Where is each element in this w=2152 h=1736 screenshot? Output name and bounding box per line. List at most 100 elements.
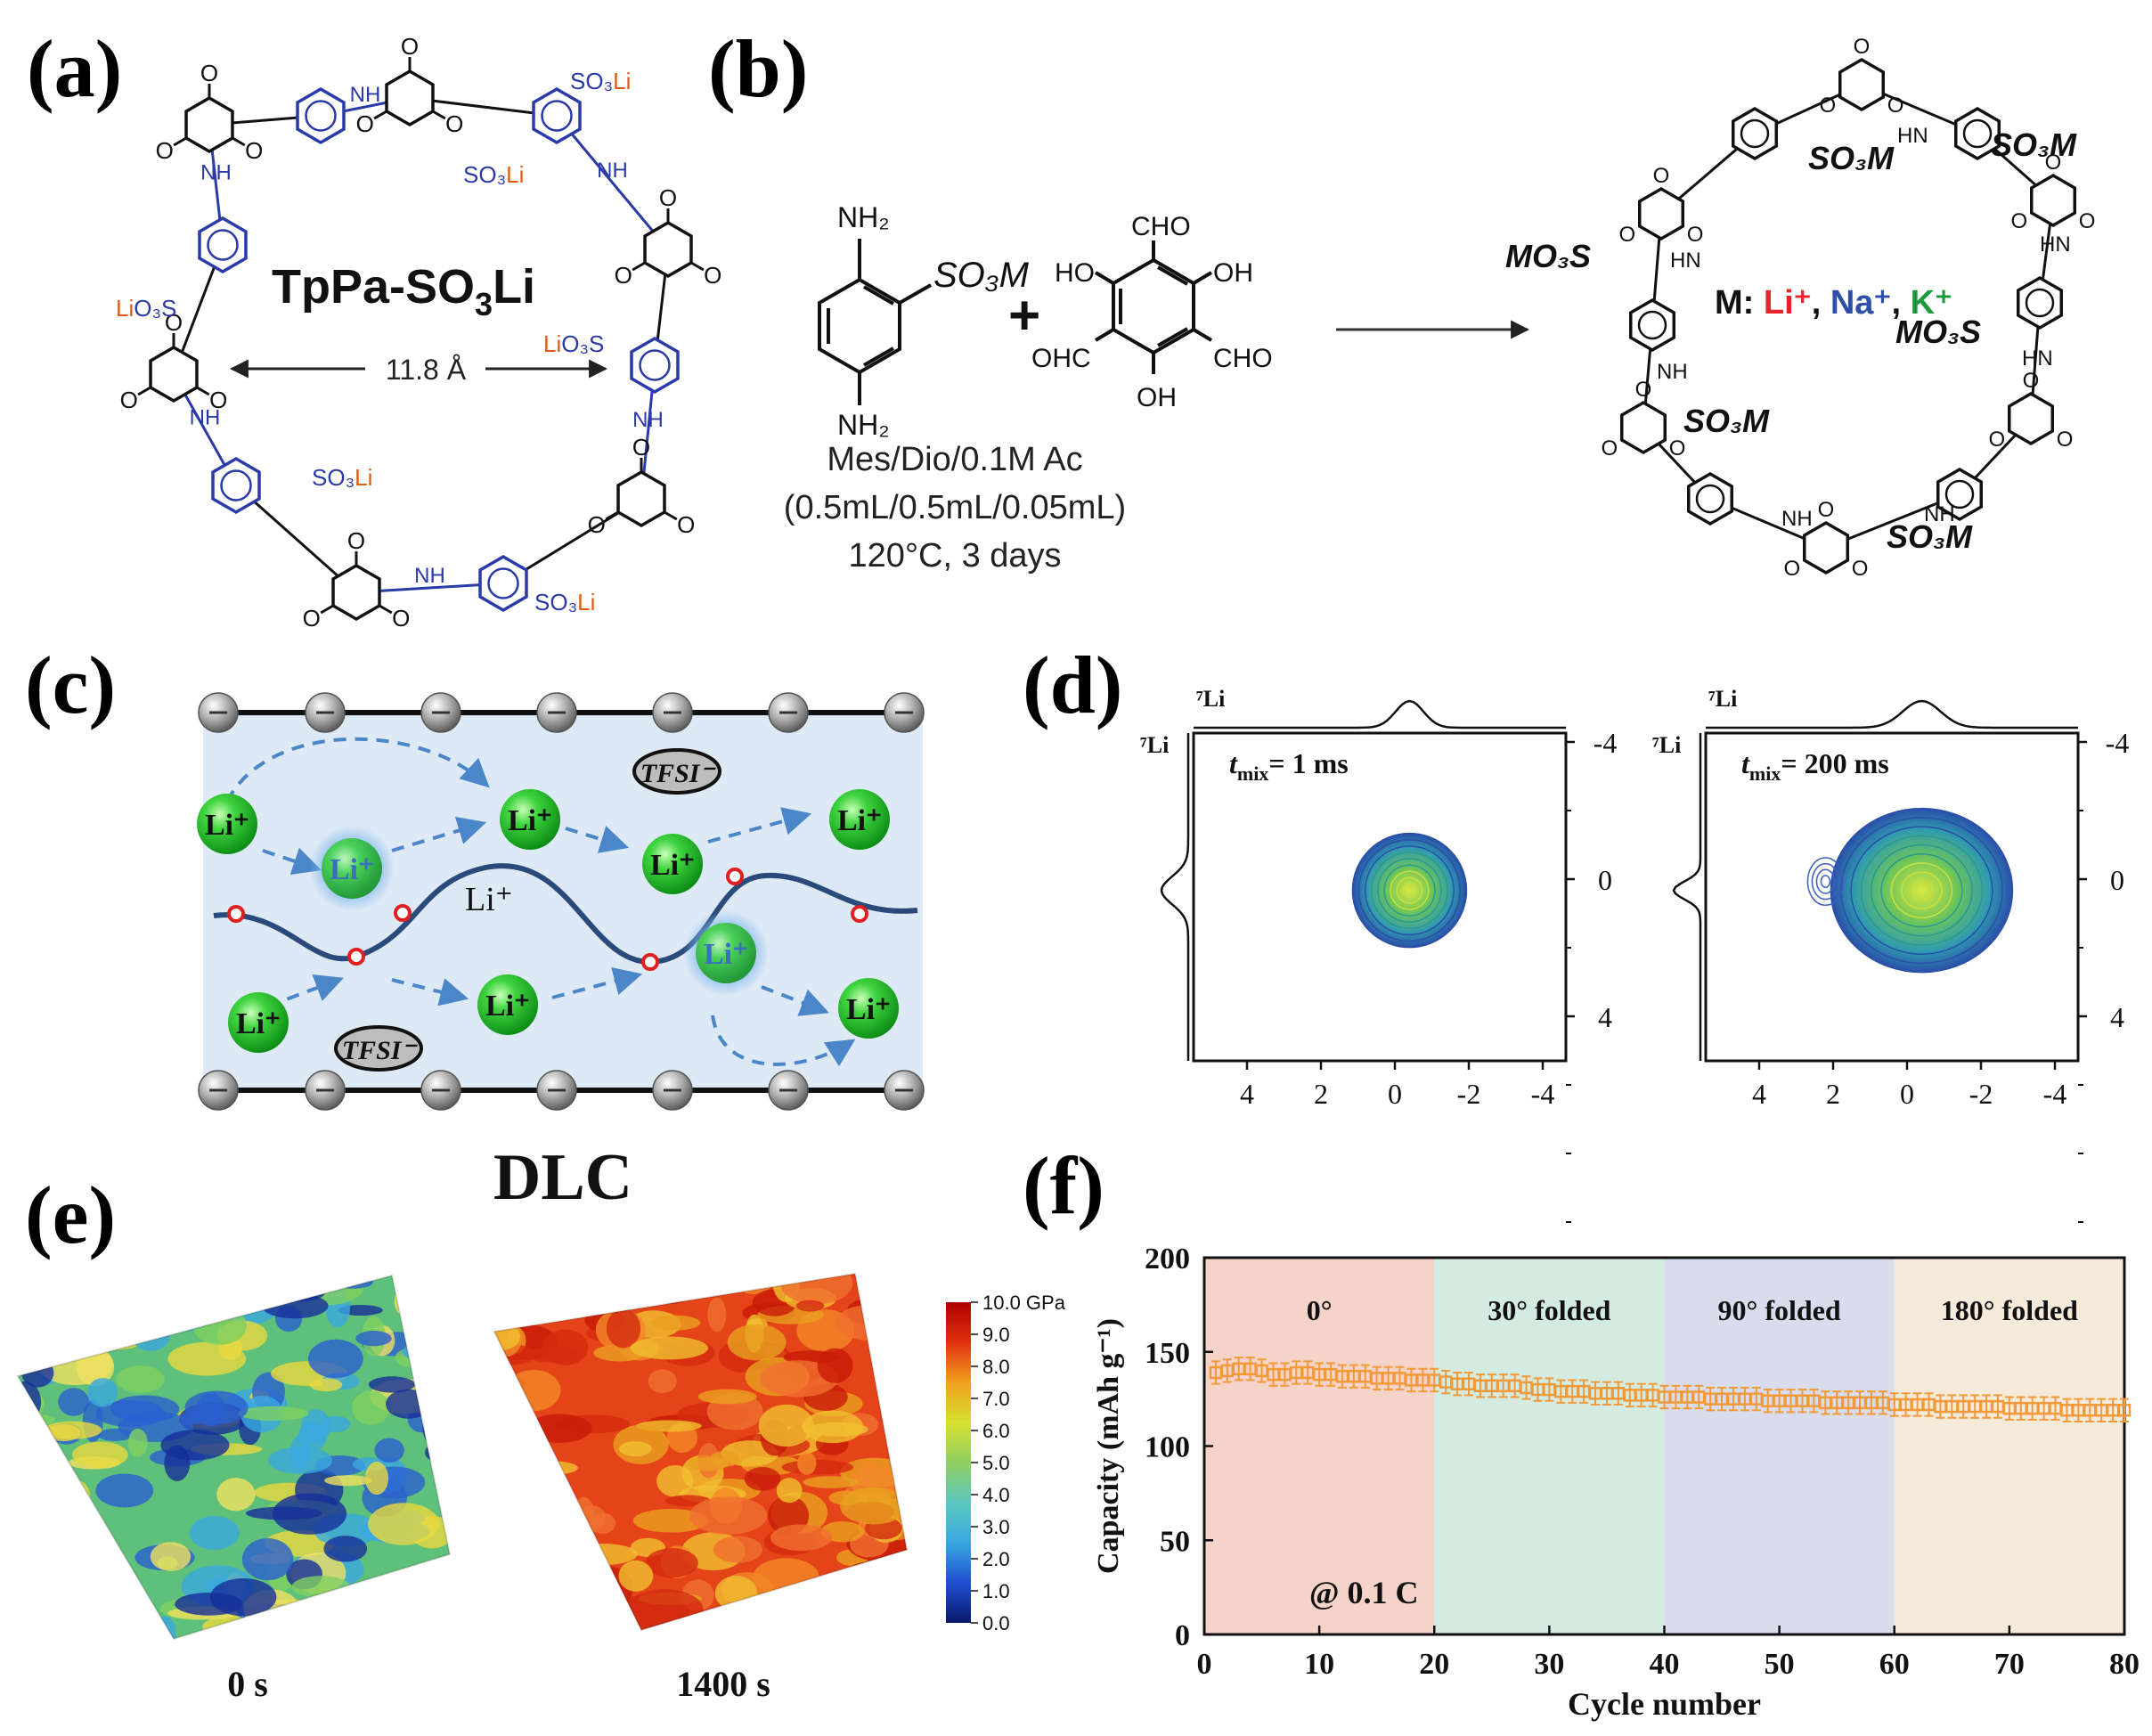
nucleus-label-top: ⁷Li <box>1708 686 1737 712</box>
synthesis-scheme: NH₂ NH₂ SO₃M + CHO HO OH OHC CHO OH Mes/… <box>784 35 2096 581</box>
colorbar-tick-label: 10.0 GPa <box>982 1292 1066 1314</box>
colorbar-tick-label: 8.0 <box>982 1356 1010 1378</box>
product-ring <box>1803 520 1849 575</box>
colorbar-tick-label: 0.0 <box>982 1612 1010 1634</box>
data-point <box>1669 1384 1683 1410</box>
coordination-site <box>851 905 868 923</box>
y-tick-label: 100 <box>1145 1431 1190 1464</box>
product-framework: OOOOOOOOOOOOOOOOOOSO₃MMO₃SMO₃SSO₃MSO₃MSO… <box>1505 35 2095 581</box>
y-tick-label: -4 <box>2106 727 2130 759</box>
svg-text:O: O <box>165 309 183 336</box>
svg-text:O: O <box>1619 223 1636 247</box>
li-ion: Li⁺ <box>309 826 395 911</box>
svg-text:Li⁺: Li⁺ <box>508 804 552 837</box>
region-label: 90° folded <box>1718 1294 1841 1326</box>
svg-text:O: O <box>1887 94 1904 118</box>
data-point <box>1554 1379 1568 1404</box>
panel-label-c: (c) <box>25 640 116 730</box>
tppa-so3li-structure: OOONHOOONHOOONHOOONHOOONHOOONHSO₃LiSO₃Li… <box>116 33 721 632</box>
svg-text:O: O <box>615 262 632 289</box>
product-nh-label: HN <box>2022 346 2053 371</box>
svg-text:O: O <box>156 137 174 164</box>
triketone-ring: OOO <box>588 434 696 538</box>
modulus-colorbar <box>946 1302 971 1623</box>
li-ion: Li⁺ <box>228 992 289 1053</box>
colorbar-tick-label: 5.0 <box>982 1452 1010 1474</box>
svg-text:O: O <box>1820 94 1837 118</box>
panel-label-f: (f) <box>1023 1140 1105 1231</box>
wall-charge-ball <box>768 1070 809 1111</box>
product-sulfonate-label: SO₃M <box>1887 518 1973 555</box>
x-tick-label: 2 <box>1314 1078 1328 1110</box>
nh-linkage-label: NH <box>190 406 221 430</box>
y-tick-label: -4 <box>1594 727 1618 759</box>
colorbar-tick-label: 6.0 <box>982 1420 1010 1442</box>
coordination-site <box>394 904 412 922</box>
rate-annotation: @ 0.1 C <box>1309 1575 1418 1610</box>
x-tick-label: 0 <box>1388 1078 1402 1110</box>
x-tick-label: 0 <box>1197 1648 1212 1681</box>
aldehyde-right-label: CHO <box>1213 344 1273 373</box>
svg-text:O: O <box>2057 428 2074 452</box>
y-tick-label: 4 <box>2110 1001 2124 1033</box>
svg-text:O: O <box>303 605 321 632</box>
x-axis-label: Cycle number <box>1568 1686 1761 1722</box>
wall-charge-ball <box>420 692 461 733</box>
map-caption-1400s: 1400 s <box>676 1664 770 1704</box>
x-tick-label: 10 <box>1304 1648 1334 1681</box>
svg-text:Li⁺: Li⁺ <box>236 1007 281 1040</box>
product-sulfonate-label: MO₃S <box>1895 314 1981 350</box>
tfsi-anion-top: TFSI⁻ <box>632 748 721 795</box>
pore-size-label: 11.8 Å <box>386 354 467 386</box>
svg-text:O: O <box>677 511 695 538</box>
li-ion: Li⁺ <box>500 789 560 850</box>
y-tick-label: 0 <box>2110 864 2124 896</box>
nh-linkage-label: NH <box>414 564 445 588</box>
data-point <box>1405 1367 1418 1393</box>
y-tick-label: 0 <box>1598 864 1612 896</box>
amine-bottom-label: NH₂ <box>837 409 890 441</box>
data-point <box>1703 1386 1717 1412</box>
product-ring <box>1620 400 1667 455</box>
colorbar-tick-label: 1.0 <box>982 1580 1010 1602</box>
product-ring <box>1629 297 1675 353</box>
svg-text:O: O <box>1669 436 1686 460</box>
x-tick-label: -2 <box>1969 1078 1993 1110</box>
sulfonate-group-label: LiO₃S <box>543 330 604 357</box>
y-tick-label: 200 <box>1145 1243 1190 1276</box>
region-1 <box>1434 1258 1665 1634</box>
sulfonate-group-label: SO₃Li <box>312 464 372 491</box>
coordination-site <box>726 868 744 885</box>
phenylene-ring <box>296 86 346 145</box>
region-3 <box>1894 1258 2124 1634</box>
data-point <box>1634 1382 1648 1408</box>
nh-linkage-label: NH <box>350 83 381 107</box>
amine-top-label: NH₂ <box>837 201 890 233</box>
data-point <box>1462 1372 1476 1397</box>
data-point <box>1658 1384 1671 1410</box>
svg-text:Li⁺: Li⁺ <box>205 809 249 842</box>
product-nh-label: HN <box>1670 249 1701 273</box>
svg-text:Li⁺: Li⁺ <box>650 849 695 882</box>
ion-hopping-paths <box>225 737 856 1067</box>
svg-text:O: O <box>632 434 650 460</box>
svg-text:O: O <box>1784 557 1801 581</box>
product-sulfonate-label: SO₃M <box>1991 126 2077 163</box>
y-tick-label: 50 <box>1160 1525 1190 1558</box>
condition-temperature: 120°C, 3 days <box>848 537 1061 575</box>
svg-text:O: O <box>209 387 227 413</box>
x-tick-label: 2 <box>1826 1078 1840 1110</box>
svg-text:Li⁺: Li⁺ <box>330 853 374 886</box>
svg-text:O: O <box>1854 35 1871 59</box>
x-tick-label: 4 <box>1240 1078 1254 1110</box>
colorbar-tick-label: 7.0 <box>982 1388 1010 1410</box>
svg-text:O: O <box>2079 209 2096 233</box>
polymer-chain <box>213 863 918 966</box>
li-ion: Li⁺ <box>838 978 899 1039</box>
x-tick-label: 0 <box>1900 1078 1914 1110</box>
region-label: 180° folded <box>1941 1294 2078 1326</box>
mixing-time-label: tmix= 200 ms <box>1741 747 1889 785</box>
data-point <box>1278 1362 1292 1387</box>
